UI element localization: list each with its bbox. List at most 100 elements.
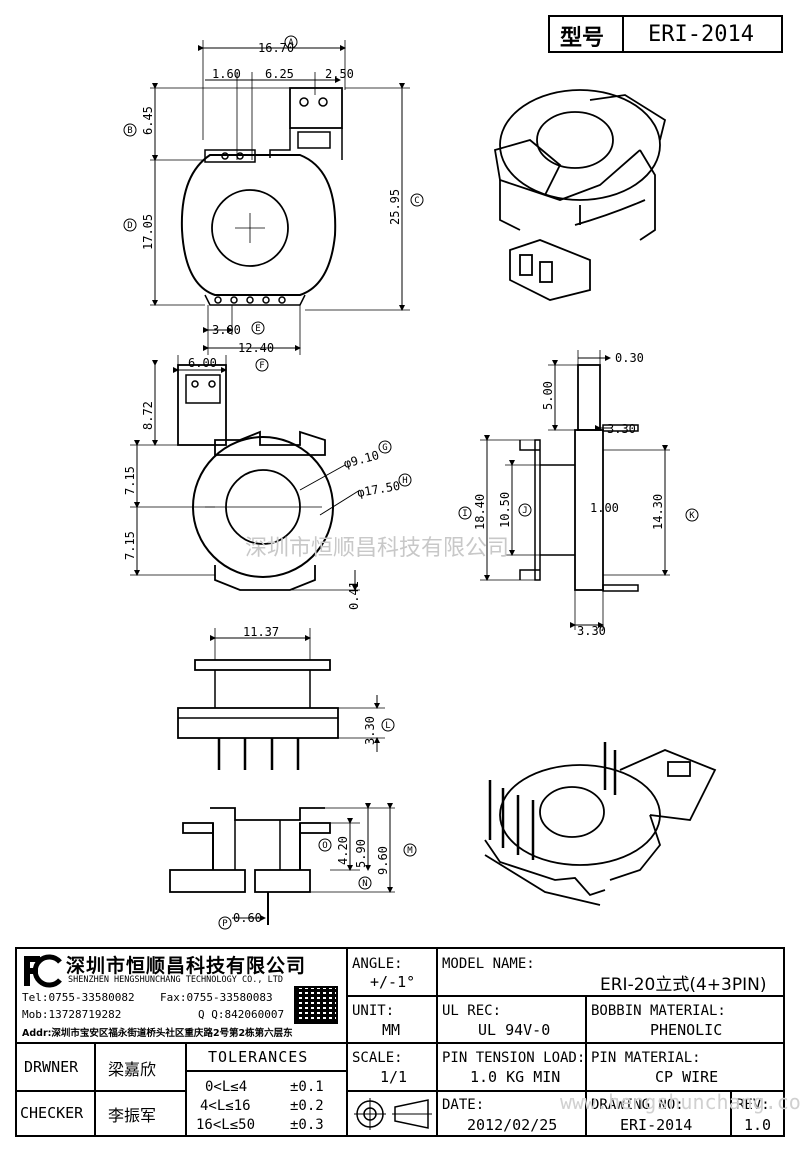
rev-value: 1.0 (744, 1116, 772, 1134)
isometric-view-top (493, 89, 667, 301)
dim-top-thickness: 0.30 (615, 351, 644, 365)
company-logo (22, 954, 62, 988)
rev-label: REV: (736, 1097, 770, 1113)
date-value: 2012/02/25 (467, 1116, 558, 1134)
dim-flange-height: 14.30 (651, 494, 665, 530)
marker-h: H (402, 476, 407, 486)
section-view (169, 803, 395, 925)
bottom-view (177, 628, 385, 770)
dim-wall: 1.00 (590, 501, 619, 515)
tolerance-value-3: ±0.3 (290, 1117, 324, 1133)
angle-value: +/-1° (370, 973, 416, 991)
company-tel: Tel:0755-33580082 (22, 991, 135, 1004)
marker-j: J (522, 506, 527, 516)
company-name-en: SHENZHEN HENGSHUNCHANG TECHNOLOGY CO., L… (68, 975, 283, 985)
front-view (130, 355, 361, 591)
pin-material-label: PIN MATERIAL: (591, 1050, 701, 1066)
dim-side-total-height: 18.40 (473, 494, 487, 530)
divider-h3 (15, 1090, 186, 1092)
technical-drawing: 16.70 1.60 6.25 2.50 6.45 17.05 25.95 3.… (123, 35, 717, 930)
dim-body-height: 17.05 (141, 214, 155, 250)
ul-rec-label: UL REC: (442, 1003, 502, 1019)
checker-label: CHECKER (20, 1104, 84, 1122)
marker-l: L (385, 721, 390, 731)
dim-upper-half: 7.15 (123, 466, 137, 495)
qr-code (294, 986, 338, 1024)
divider-v5 (94, 1042, 96, 1137)
company-name-cn: 深圳市恒顺昌科技有限公司 (66, 955, 307, 977)
angle-label: ANGLE: (352, 956, 403, 972)
marker-p: P (222, 919, 228, 929)
isometric-view-bottom (484, 742, 717, 906)
dim-pin-height: 3.30 (363, 716, 377, 745)
dim-inner-diameter: φ9.10 (342, 448, 381, 471)
divider-h4 (346, 1090, 785, 1092)
dim-lower-half: 7.15 (123, 531, 137, 560)
divider-h2 (15, 1042, 785, 1044)
divider-v3 (585, 995, 587, 1137)
unit-label: UNIT: (352, 1003, 395, 1019)
marker-n: N (362, 879, 367, 889)
marker-o: O (322, 841, 327, 851)
drawer-value: 梁嘉欣 (108, 1060, 157, 1079)
pin-material-value: CP WIRE (655, 1068, 719, 1086)
dim-total-height: 25.95 (388, 189, 402, 225)
marker-d: D (127, 221, 132, 231)
checker-value: 李振军 (108, 1106, 157, 1125)
divider-h5 (185, 1070, 346, 1072)
dim-tab-height: 8.72 (141, 401, 155, 430)
unit-value: MM (382, 1021, 401, 1039)
dim-section-total-height: 9.60 (376, 846, 390, 875)
dim-base-offset: 0.41 (347, 581, 361, 610)
projection-symbol (350, 1094, 434, 1134)
dim-mid-height: 5.90 (354, 839, 368, 868)
marker-m: M (407, 846, 413, 856)
tolerance-range-2: 4<L≤16 (200, 1098, 251, 1114)
dim-lower-width: 3.30 (577, 624, 606, 638)
marker-b: B (127, 126, 132, 136)
dim-offset-a: 1.60 (212, 67, 241, 81)
dim-upper-width: 3.30 (607, 422, 636, 436)
dim-outer-diameter: φ17.50 (356, 479, 401, 500)
company-mob: Mob:13728719282 (22, 1008, 122, 1021)
model-header-value: ERI-2014 (648, 22, 754, 47)
marker-c: C (414, 196, 419, 206)
pin-tension-label: PIN TENSION LOAD: (442, 1050, 586, 1066)
tolerance-value-2: ±0.2 (290, 1098, 324, 1114)
tolerance-range-3: 16<L≤50 (196, 1117, 256, 1133)
company-fax: Fax:0755-33580083 (160, 991, 273, 1004)
dim-pin-span: 12.40 (238, 341, 274, 355)
date-label: DATE: (442, 1097, 485, 1113)
marker-a: A (288, 38, 294, 48)
model-header-divider (622, 15, 624, 53)
model-name-label: MODEL NAME: (442, 956, 535, 972)
watermark-url: www.hengshunchang.com (560, 1090, 800, 1114)
model-header-label: 型号 (560, 26, 605, 51)
model-header-box (548, 15, 783, 53)
marker-i: I (462, 509, 467, 519)
tolerance-range-1: 0<L≤4 (205, 1079, 248, 1095)
dim-pin-diameter: 0.60 (233, 911, 262, 925)
watermark-text: 深圳市恒顺昌科技有限公司 (245, 536, 509, 561)
company-address: Addr:深圳市宝安区福永街道桥头社区重庆路2号第2栋第六层东 (22, 1028, 293, 1039)
ul-rec-value: UL 94V-0 (478, 1021, 551, 1039)
dim-inner-height: 4.20 (336, 836, 350, 865)
top-view (150, 40, 410, 355)
marker-k: K (689, 511, 695, 521)
bobbin-material-label: BOBBIN MATERIAL: (591, 1003, 726, 1019)
company-qq: Q Q:842060007 (198, 1008, 285, 1021)
scale-value: 1/1 (380, 1068, 408, 1086)
dim-tab-width: 6.00 (188, 356, 217, 370)
dim-bottom-width: 11.37 (243, 625, 279, 639)
dim-top-section: 6.45 (141, 106, 155, 135)
tolerances-label: TOLERANCES (208, 1048, 309, 1066)
scale-label: SCALE: (352, 1050, 403, 1066)
pin-tension-value: 1.0 KG MIN (470, 1068, 561, 1086)
side-view (480, 350, 670, 630)
dim-pin-pitch-b: 3.00 (212, 323, 241, 337)
dim-top-height: 5.00 (541, 381, 555, 410)
tolerance-value-1: ±0.1 (290, 1079, 324, 1095)
dim-pin-pitch-a: 6.25 (265, 67, 294, 81)
marker-f: F (259, 361, 264, 371)
drawer-label: DRWNER (24, 1058, 79, 1076)
